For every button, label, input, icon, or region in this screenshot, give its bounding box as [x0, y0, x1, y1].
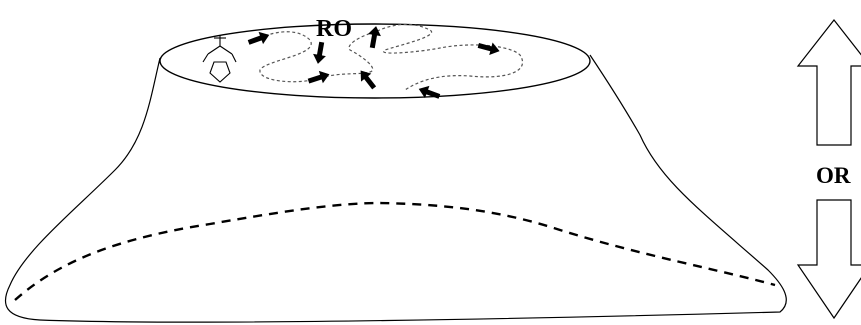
arrow-3	[307, 70, 330, 84]
arrow-6	[477, 42, 500, 56]
flow-arrows	[247, 26, 500, 99]
arrow-5	[360, 70, 377, 90]
molecule-icon	[202, 35, 237, 83]
arrow-1	[247, 31, 270, 45]
basin-contour	[14, 201, 776, 301]
surface-outline	[4, 54, 787, 323]
hollow-down-arrow-icon	[796, 199, 861, 320]
arrow-4	[368, 26, 381, 49]
funnel-surface	[4, 54, 787, 323]
arrow-7	[418, 85, 441, 99]
arrow-2	[313, 41, 326, 64]
or-label: OR	[816, 163, 851, 188]
top-rim	[159, 23, 591, 99]
ro-label: RO	[316, 16, 352, 42]
hollow-up-arrow-icon	[796, 19, 861, 146]
